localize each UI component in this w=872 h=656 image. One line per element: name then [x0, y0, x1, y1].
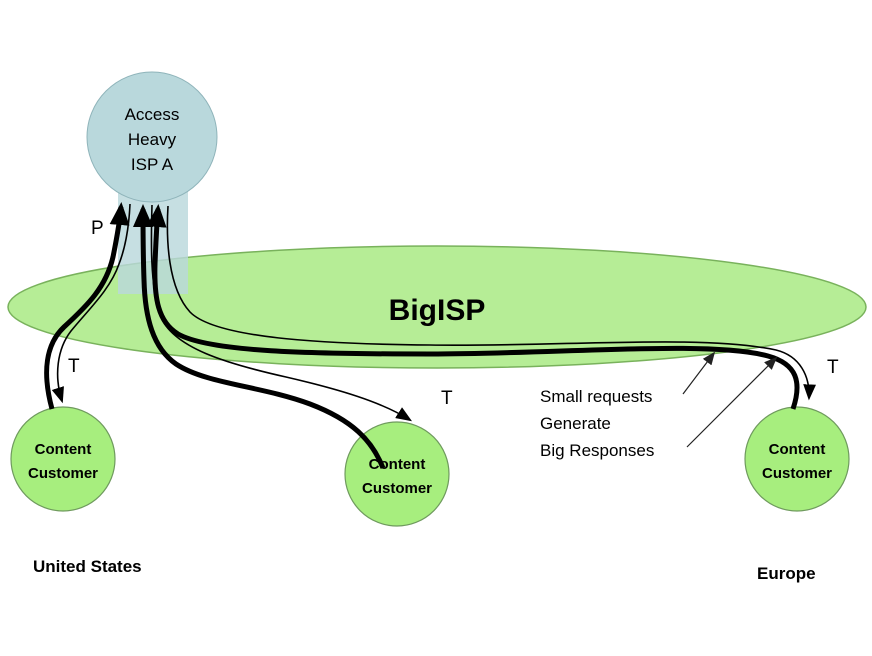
access-isp-label-line3: ISP A — [131, 155, 174, 174]
access-isp-label-line1: Access — [125, 105, 180, 124]
annotation-arrow-to-response-line — [686, 356, 778, 448]
peering-label: P — [91, 218, 104, 239]
content-customer-middle-label-line1: Content — [369, 456, 426, 473]
content-customer-left-label-line2: Customer — [28, 465, 98, 482]
content-customer-left-label-line1: Content — [35, 441, 92, 458]
content-customer-right-node — [744, 406, 850, 512]
response-flow-right — [146, 204, 800, 410]
transit-label-left: T — [68, 356, 80, 377]
response-flow-middle — [133, 203, 386, 469]
annotation-arrow-to-request-line — [682, 351, 716, 395]
request-flow-left — [51, 203, 131, 404]
content-customer-left-node — [10, 406, 116, 512]
access-isp-node — [86, 71, 218, 203]
transit-label-right: T — [827, 357, 839, 378]
content-customer-right-label-line1: Content — [769, 441, 826, 458]
annotation-line2: Generate — [540, 414, 611, 433]
access-isp-label-line2: Heavy — [128, 130, 177, 149]
annotation-line1: Small requests — [540, 387, 652, 406]
content-customer-right-label-line2: Customer — [762, 465, 832, 482]
annotation-line3: Big Responses — [540, 441, 654, 460]
bigisp-ellipse — [7, 245, 867, 369]
request-flow-right — [166, 205, 817, 401]
transit-label-middle: T — [441, 388, 453, 409]
response-flow-left — [44, 202, 130, 410]
content-customer-middle-node — [344, 421, 450, 527]
request-flow-middle — [150, 204, 413, 422]
region-label-united-states: United States — [33, 557, 142, 576]
bigisp-label: BigISP — [389, 294, 486, 327]
content-customer-middle-label-line2: Customer — [362, 480, 432, 497]
region-label-europe: Europe — [757, 564, 816, 583]
